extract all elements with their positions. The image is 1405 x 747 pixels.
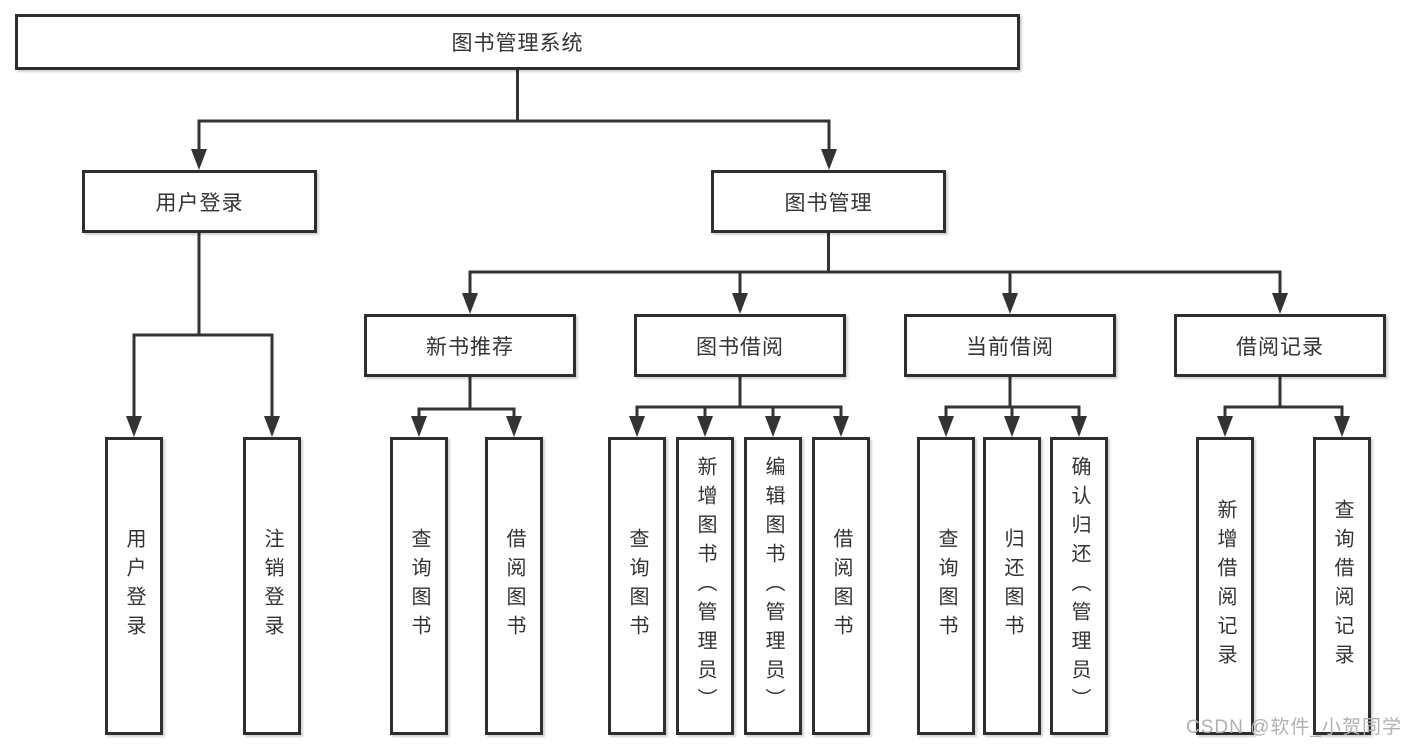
leaf-add-books-admin: 新增图书（管理员） <box>676 437 734 735</box>
connector-book-management-to-level3 <box>462 233 1288 314</box>
leaf-user-login-action: 用户登录 <box>105 437 163 735</box>
node-current-borrowing: 当前借阅 <box>904 314 1116 377</box>
node-book-management: 图书管理 <box>711 170 946 233</box>
leaf-confirm-return-admin: 确认归还（管理员） <box>1050 437 1108 735</box>
leaf-borrow-books-borrowing: 借阅图书 <box>812 437 870 735</box>
node-new-book-recommendation: 新书推荐 <box>364 314 576 377</box>
node-user-login: 用户登录 <box>82 170 317 233</box>
connector-borrowing-records-to-leaves <box>1217 377 1350 437</box>
leaf-logout-action: 注销登录 <box>243 437 301 735</box>
leaf-add-borrowing-record: 新增借阅记录 <box>1196 437 1254 735</box>
connector-book-borrowing-to-leaves <box>629 377 849 437</box>
node-book-borrowing: 图书借阅 <box>634 314 846 377</box>
leaf-edit-books-admin: 编辑图书（管理员） <box>744 437 802 735</box>
leaf-search-books-current: 查询图书 <box>917 437 975 735</box>
leaf-return-books: 归还图书 <box>983 437 1041 735</box>
connector-user-login-to-leaves <box>126 233 280 437</box>
connector-current-borrowing-to-leaves <box>938 377 1087 437</box>
csdn-watermark: CSDN @软件_小贺同学 <box>1186 717 1402 738</box>
connector-root-to-level2 <box>191 70 837 170</box>
node-borrowing-records: 借阅记录 <box>1174 314 1386 377</box>
leaf-search-books-recommend: 查询图书 <box>390 437 448 735</box>
connector-new-book-to-leaves <box>411 377 522 437</box>
leaf-search-borrowing-record: 查询借阅记录 <box>1313 437 1371 735</box>
leaf-borrow-books-recommend: 借阅图书 <box>485 437 543 735</box>
leaf-search-books-borrowing: 查询图书 <box>608 437 666 735</box>
node-library-management-system: 图书管理系统 <box>15 14 1020 70</box>
